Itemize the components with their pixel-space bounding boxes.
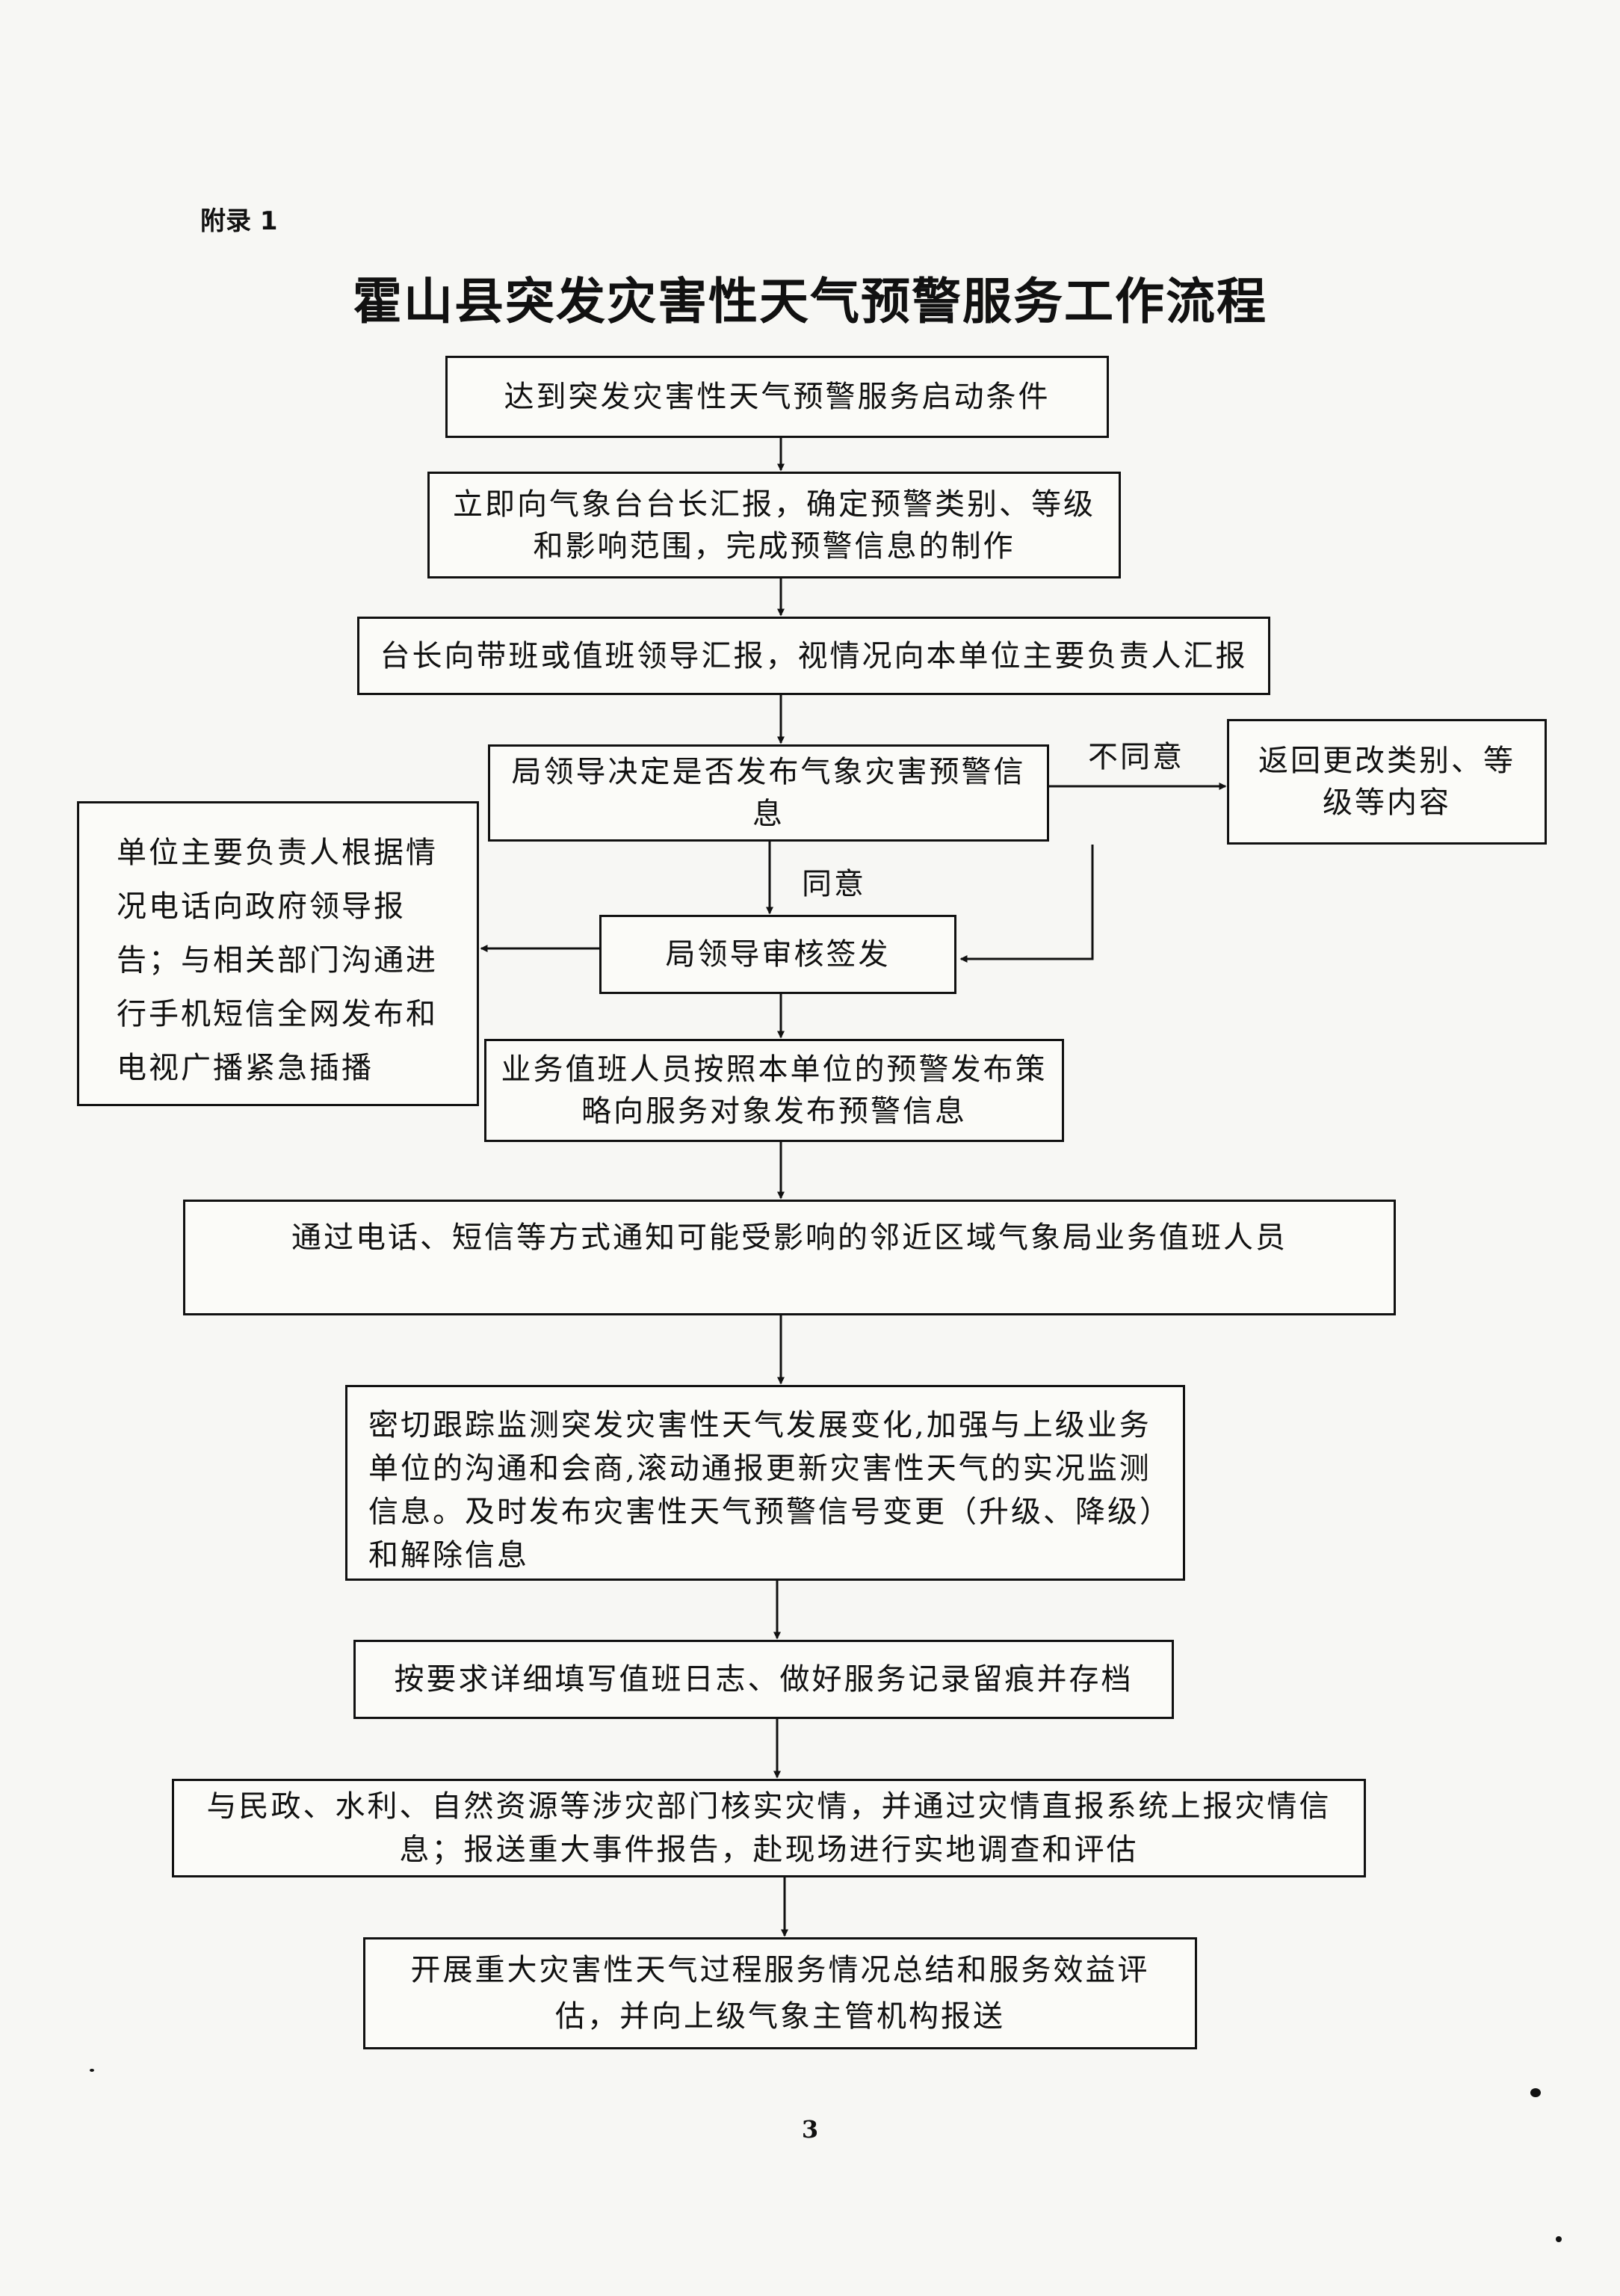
edge-label-agree: 同意: [802, 867, 866, 901]
page-title: 霍山县突发灾害性天气预警服务工作流程: [353, 272, 1267, 330]
scan-speck: [90, 2069, 94, 2072]
appendix-label: 附录 1: [200, 206, 278, 236]
page-number: 3: [801, 2115, 819, 2144]
scan-speck: [1530, 2088, 1541, 2097]
flow-step-decision: 局领导决定是否发布气象灾害预警信息: [488, 744, 1049, 842]
flow-step-report-to-director: 立即向气象台台长汇报，确定预警类别、等级和影响范围，完成预警信息的制作: [427, 472, 1121, 578]
flow-step-report-to-leader: 台长向带班或值班领导汇报，视情况向本单位主要负责人汇报: [357, 617, 1270, 695]
flow-step-approve-sign: 局领导审核签发: [599, 915, 956, 994]
flow-step-summary-evaluation: 开展重大灾害性天气过程服务情况总结和服务效益评估，并向上级气象主管机构报送: [363, 1937, 1197, 2049]
flow-step-return-modify: 返回更改类别、等级等内容: [1227, 719, 1547, 845]
flow-side-report-government: 单位主要负责人根据情况电话向政府领导报告；与相关部门沟通进行手机短信全网发布和电…: [77, 801, 479, 1106]
flow-step-monitor-update: 密切跟踪监测突发灾害性天气发展变化,加强与上级业务单位的沟通和会商,滚动通报更新…: [345, 1385, 1185, 1581]
flow-step-duty-log: 按要求详细填写值班日志、做好服务记录留痕并存档: [353, 1640, 1174, 1719]
flow-step-notify-neighbors: 通过电话、短信等方式通知可能受影响的邻近区域气象局业务值班人员: [183, 1200, 1396, 1315]
flow-step-verify-disaster: 与民政、水利、自然资源等涉灾部门核实灾情，并通过灾情直报系统上报灾情信息；报送重…: [172, 1779, 1366, 1877]
scan-speck: [1556, 2236, 1562, 2242]
arrow-reject-step5: [959, 845, 1094, 963]
flow-step-start-condition: 达到突发灾害性天气预警服务启动条件: [445, 356, 1109, 438]
edge-label-disagree: 不同意: [1088, 740, 1184, 774]
flow-step-publish-warning: 业务值班人员按照本单位的预警发布策略向服务对象发布预警信息: [484, 1039, 1064, 1142]
